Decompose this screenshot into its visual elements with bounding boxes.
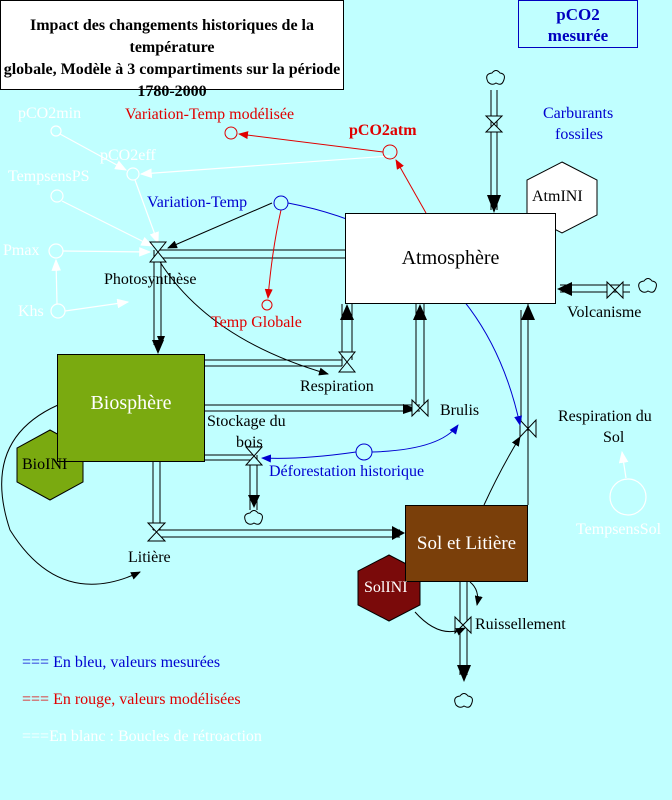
flow-photosynthese[interactable]: Photosynthèse bbox=[104, 271, 197, 288]
variable-pco2eff[interactable]: pCO2eff bbox=[100, 147, 156, 164]
stock-label: Sol et Litière bbox=[416, 532, 517, 554]
flow-brulis[interactable]: Brulis bbox=[440, 402, 480, 419]
mesuree-label: mesurée bbox=[547, 26, 609, 45]
atmini-label[interactable]: AtmINI bbox=[532, 188, 583, 205]
variable-tempsensps[interactable]: TempsensPS bbox=[8, 168, 90, 185]
stock-sol-litiere[interactable]: Sol et Litière bbox=[405, 505, 528, 582]
pco2-mesuree-box[interactable]: pCO2 mesurée bbox=[518, 0, 638, 48]
variable-pco2atm[interactable]: pCO2atm bbox=[349, 122, 417, 139]
flow-arrowheads bbox=[152, 195, 572, 682]
variable-tempsenssol[interactable]: TempsensSol bbox=[576, 521, 662, 538]
flow-volcanisme[interactable]: Volcanisme bbox=[567, 304, 642, 321]
diagram-title: Impact des changements historiques de la… bbox=[0, 0, 344, 100]
flow-respiration-sol-line1[interactable]: Respiration du bbox=[558, 408, 652, 425]
legend-blue: === En bleu, valeurs mesurées bbox=[22, 654, 221, 671]
variable-variation-temp[interactable]: Variation-Temp bbox=[147, 194, 248, 211]
variable-temp-globale[interactable]: Temp Globale bbox=[211, 314, 302, 331]
flow-stockage-line2[interactable]: bois bbox=[236, 434, 263, 451]
bioini-label[interactable]: BioINI bbox=[22, 456, 68, 473]
legend-white: ===En blanc : Boucles de rétroaction bbox=[22, 728, 262, 745]
stock-label: Biosphère bbox=[90, 391, 172, 414]
variable-variation-temp-modelisee[interactable]: Variation-Temp modélisée bbox=[125, 106, 295, 123]
flow-ruissellement[interactable]: Ruissellement bbox=[475, 616, 566, 633]
stock-atmosphere[interactable]: Atmosphère bbox=[345, 213, 556, 304]
variable-pmax[interactable]: Pmax bbox=[3, 242, 40, 259]
title-line: Impact des changements historiques de la… bbox=[29, 17, 314, 56]
flow-respiration-sol-line2[interactable]: Sol bbox=[603, 429, 625, 446]
flow-stockage-line1[interactable]: Stockage du bbox=[207, 413, 286, 430]
flow-respiration[interactable]: Respiration bbox=[300, 378, 374, 395]
variable-khs[interactable]: Khs bbox=[18, 303, 44, 320]
title-line: 1780-2000 bbox=[137, 83, 207, 100]
flow-carburants-line2[interactable]: fossiles bbox=[555, 126, 603, 143]
stock-biosphere[interactable]: Biosphère bbox=[57, 354, 205, 462]
stock-label: Atmosphère bbox=[401, 247, 500, 269]
title-line: globale, Modèle à 3 compartiments sur la… bbox=[3, 61, 341, 78]
flow-carburants-line1[interactable]: Carburants bbox=[543, 105, 614, 122]
variable-pco2min[interactable]: pCO2min bbox=[18, 105, 82, 122]
feedback-links bbox=[48, 125, 647, 516]
cloud-icons bbox=[244, 70, 657, 708]
solini-label[interactable]: SolINI bbox=[364, 579, 408, 596]
legend-red: === En rouge, valeurs modélisées bbox=[22, 691, 241, 708]
flow-litiere[interactable]: Litière bbox=[128, 549, 171, 566]
pco2-label: pCO2 bbox=[556, 5, 600, 24]
deforestation-historique[interactable]: Déforestation historique bbox=[269, 463, 425, 480]
